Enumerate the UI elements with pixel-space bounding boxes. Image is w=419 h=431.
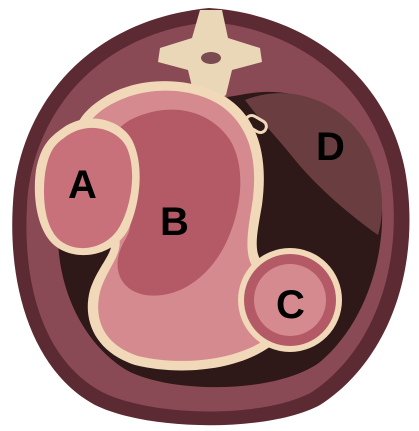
label-b: B: [160, 200, 189, 244]
spinal-canal: [201, 52, 221, 64]
label-c: C: [276, 283, 305, 327]
label-d: D: [316, 125, 345, 169]
label-a: A: [68, 163, 97, 207]
